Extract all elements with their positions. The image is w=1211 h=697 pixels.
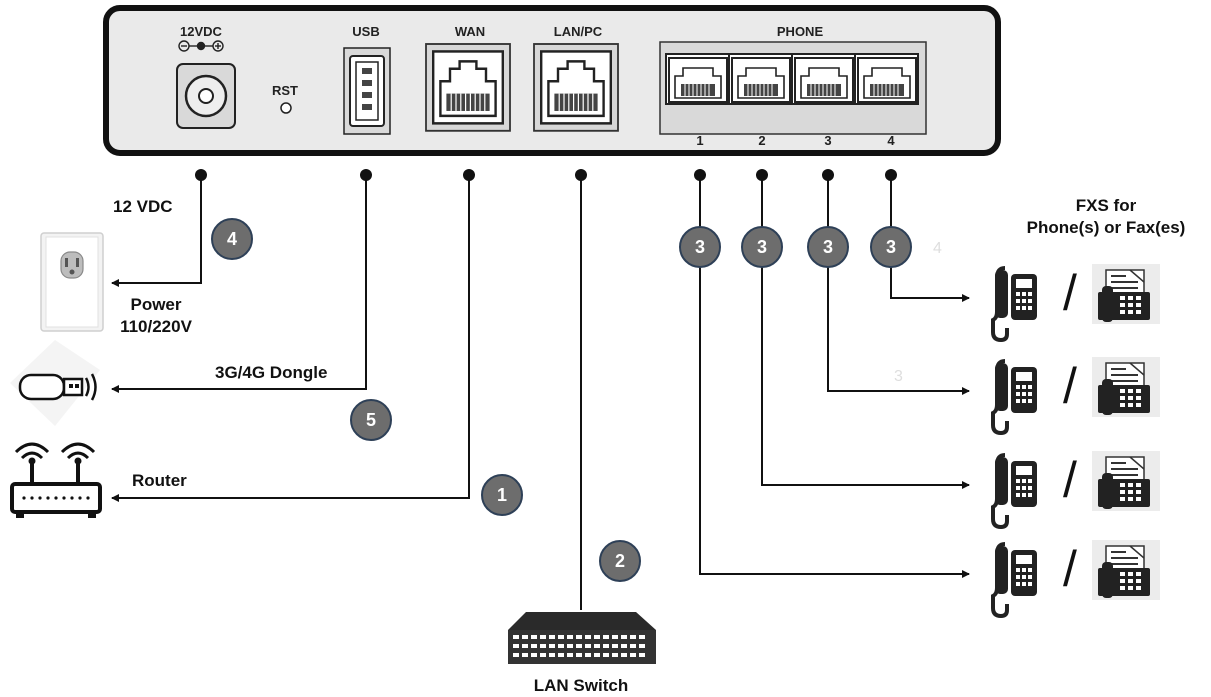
phone-step-badge-3: 3 — [807, 226, 849, 268]
fxs-label: FXS for — [1075, 196, 1137, 215]
wan-port — [424, 42, 512, 133]
phone-port-label: PHONE — [776, 24, 824, 39]
wan-port-label: WAN — [454, 24, 486, 39]
desk-phone-icon — [991, 359, 1039, 435]
router-icon — [10, 442, 102, 518]
cable-connection-dots — [195, 169, 897, 181]
power-port-label: 12VDC — [180, 24, 222, 39]
power-cable-label: 12 VDC — [113, 197, 173, 216]
usb-port-label: USB — [352, 24, 380, 39]
lan-port-label: LAN/PC — [553, 24, 603, 39]
usb-step-badge: 5 — [350, 399, 392, 441]
fax-machine-icon — [1091, 539, 1161, 601]
phone-fax-separator: / — [1063, 265, 1077, 321]
fax-machine-icon — [1091, 450, 1161, 512]
fxs-sub-label: Phone(s) or Fax(es) — [1026, 218, 1186, 237]
desk-phone-icon — [991, 542, 1039, 618]
phone-port-3 — [794, 57, 854, 103]
reset-hole[interactable] — [280, 102, 292, 114]
power-step-badge: 4 — [211, 218, 253, 260]
desk-phone-icon — [991, 453, 1039, 529]
dongle-label: 3G/4G Dongle — [215, 363, 328, 382]
usb-port — [343, 47, 391, 135]
phone-step-badge-1: 3 — [679, 226, 721, 268]
phone-step-badge-2: 3 — [741, 226, 783, 268]
phone-cable-4 — [890, 175, 970, 302]
phone-fax-separator: / — [1063, 541, 1077, 597]
network-switch-icon — [508, 612, 656, 664]
wan-step-badge: 1 — [481, 474, 523, 516]
usb-dongle-icon — [10, 340, 100, 426]
cables — [111, 175, 970, 610]
lan-switch-label: LAN Switch — [533, 676, 629, 695]
lan-step-badge: 2 — [599, 540, 641, 582]
power-jack — [176, 40, 236, 129]
power-cable — [111, 175, 202, 287]
phone-port-4 — [857, 57, 917, 103]
faint-mark: 4 — [933, 240, 942, 257]
usb-cable — [111, 175, 367, 393]
fax-machine-icon — [1091, 263, 1161, 325]
phone-port-number: 1 — [696, 133, 704, 148]
phone-port-number: 3 — [824, 133, 832, 148]
faint-mark: 3 — [894, 368, 903, 385]
wan-cable — [111, 175, 470, 502]
phone-port-number: 4 — [887, 133, 895, 148]
phone-cable-2 — [761, 175, 970, 489]
phone-fax-separator: / — [1063, 358, 1077, 414]
router-label: Router — [132, 471, 187, 490]
phone-cable-3 — [827, 175, 970, 395]
power-voltage-label: 110/220V — [120, 317, 192, 336]
wall-outlet-icon — [40, 232, 104, 332]
phone-port-2 — [731, 57, 791, 103]
fax-machine-icon — [1091, 356, 1161, 418]
reset-label: RST — [272, 83, 298, 98]
phone-port-number: 2 — [758, 133, 766, 148]
lan-port — [532, 42, 620, 133]
dc-polarity-icon — [178, 40, 224, 52]
phone-port-1 — [668, 57, 728, 103]
phone-fax-separator: / — [1063, 452, 1077, 508]
power-label: Power — [130, 295, 182, 314]
desk-phone-icon — [991, 266, 1039, 342]
phone-cable-1 — [699, 175, 970, 578]
phone-ports — [659, 41, 927, 135]
phone-step-badge-4: 3 — [870, 226, 912, 268]
